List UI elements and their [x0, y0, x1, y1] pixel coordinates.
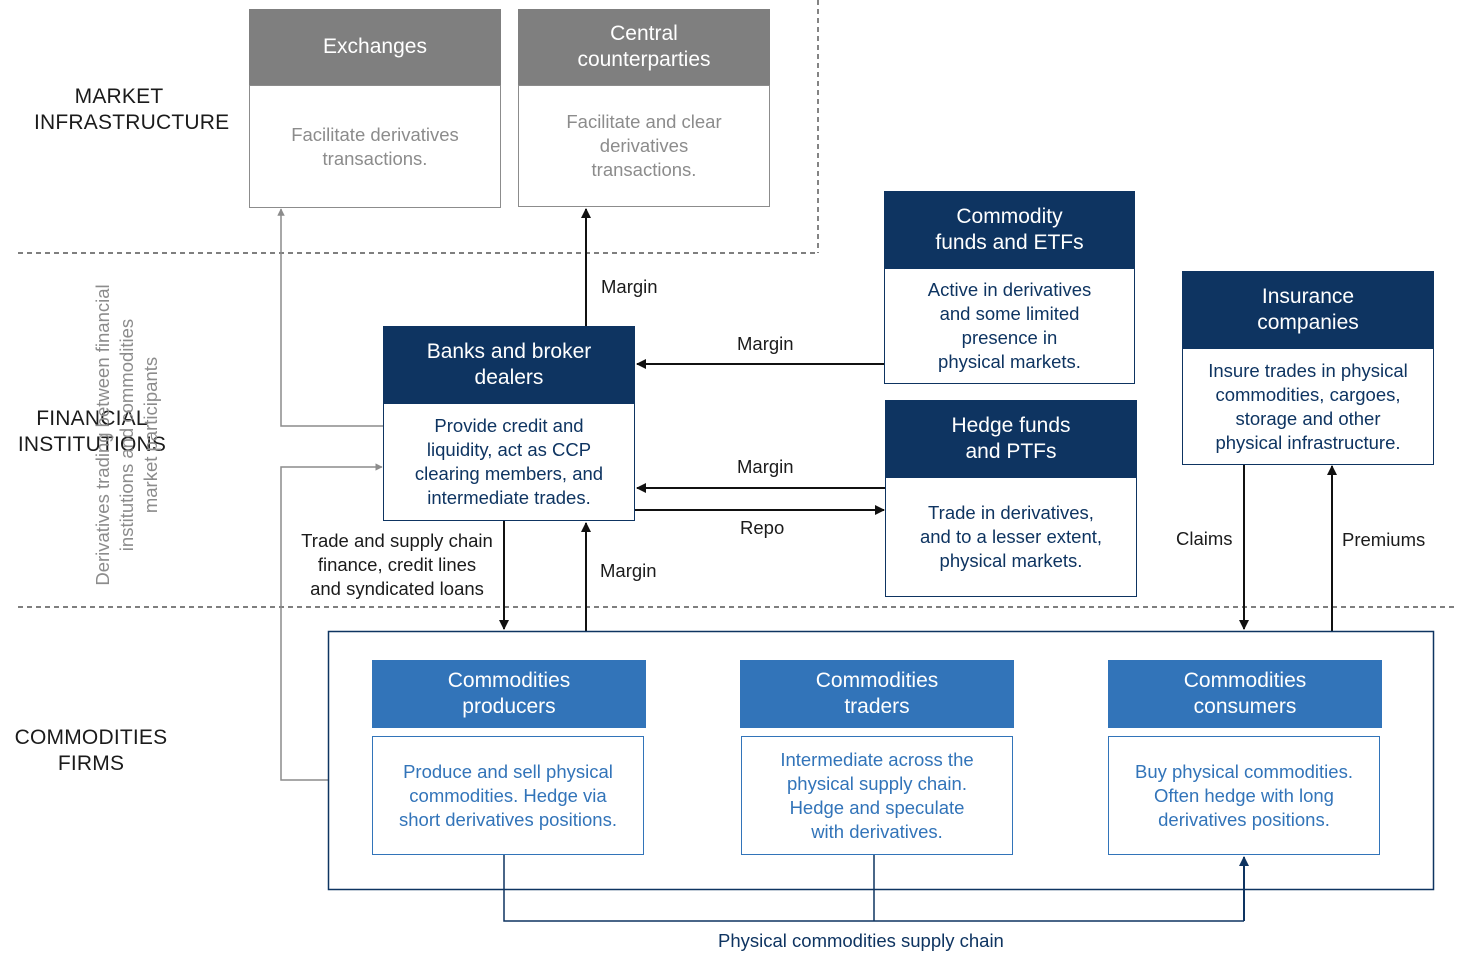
- label-premiums: Premiums: [1342, 529, 1426, 550]
- funds-etfs-description: Active in derivatives and some limited p…: [927, 279, 1092, 372]
- funds-etfs-title: Commodity funds and ETFs: [935, 204, 1084, 254]
- exchanges-body: Facilitate derivatives transactions.: [249, 85, 501, 208]
- insurance-body: Insure trades in physical commodities, c…: [1182, 348, 1434, 465]
- hedge-funds-body: Trade in derivatives, and to a lesser ex…: [885, 477, 1137, 597]
- insurance-description: Insure trades in physical commodities, c…: [1208, 359, 1408, 453]
- funds-etfs-body: Active in derivatives and some limited p…: [884, 268, 1135, 384]
- section-label-commodities-firms: COMMODITIES FIRMS: [14, 726, 168, 775]
- exchanges-header: Exchanges: [249, 9, 501, 85]
- label-margin-from-hedge: Margin: [737, 456, 794, 477]
- producers-title: Commodities producers: [447, 669, 571, 718]
- funds-etfs-header: Commodity funds and ETFs: [884, 191, 1135, 268]
- producers-header: Commodities producers: [372, 660, 646, 728]
- consumers-description: Buy physical commodities. Often hedge wi…: [1135, 760, 1353, 830]
- banks-header: Banks and broker dealers: [383, 326, 635, 403]
- commodities-firms-container: [327, 630, 1435, 891]
- label-claims: Claims: [1176, 528, 1233, 549]
- ccp-title: Central counterparties: [577, 22, 711, 71]
- supply-chain-connector: [503, 855, 1244, 922]
- arrow-banks-to-exchanges: [277, 208, 383, 427]
- consumers-header: Commodities consumers: [1108, 660, 1382, 728]
- section-label-market-infrastructure: MARKET INFRASTRUCTURE: [34, 85, 230, 134]
- traders-header: Commodities traders: [740, 660, 1014, 728]
- label-margin-from-funds: Margin: [737, 333, 794, 354]
- arrow-firms-to-banks: [280, 463, 383, 781]
- producers-description: Produce and sell physical commodities. H…: [399, 760, 617, 830]
- banks-title: Banks and broker dealers: [426, 339, 592, 389]
- label-derivatives-trading: Derivatives trading between financial in…: [92, 284, 161, 586]
- banks-body: Provide credit and liquidity, act as CCP…: [383, 403, 635, 521]
- insurance-title: Insurance companies: [1257, 284, 1359, 334]
- exchanges-description: Facilitate derivatives transactions.: [291, 123, 459, 169]
- consumers-title: Commodities consumers: [1183, 669, 1307, 718]
- banks-description: Provide credit and liquidity, act as CCP…: [414, 415, 604, 508]
- hedge-funds-header: Hedge funds and PTFs: [885, 400, 1137, 477]
- consumers-body: Buy physical commodities. Often hedge wi…: [1108, 736, 1380, 855]
- label-margin-from-firms: Margin: [600, 560, 657, 581]
- traders-body: Intermediate across the physical supply …: [741, 736, 1013, 855]
- traders-description: Intermediate across the physical supply …: [780, 748, 974, 842]
- section-label-financial-institutions: FINANCIAL INSTITUTIONS: [17, 407, 167, 456]
- ccp-description: Facilitate and clear derivatives transac…: [566, 111, 722, 180]
- insurance-header: Insurance companies: [1182, 271, 1434, 348]
- hedge-funds-title: Hedge funds and PTFs: [951, 413, 1071, 463]
- ccp-body: Facilitate and clear derivatives transac…: [518, 85, 770, 207]
- label-supply-chain: Physical commodities supply chain: [718, 930, 1004, 951]
- ccp-header: Central counterparties: [518, 9, 770, 85]
- exchanges-title: Exchanges: [323, 35, 427, 58]
- label-margin-to-ccp: Margin: [601, 276, 658, 297]
- traders-title: Commodities traders: [815, 669, 939, 718]
- hedge-funds-description: Trade in derivatives, and to a lesser ex…: [919, 502, 1103, 571]
- producers-body: Produce and sell physical commodities. H…: [372, 736, 644, 855]
- label-finance: Trade and supply chain finance, credit l…: [301, 530, 493, 599]
- label-repo: Repo: [740, 517, 785, 538]
